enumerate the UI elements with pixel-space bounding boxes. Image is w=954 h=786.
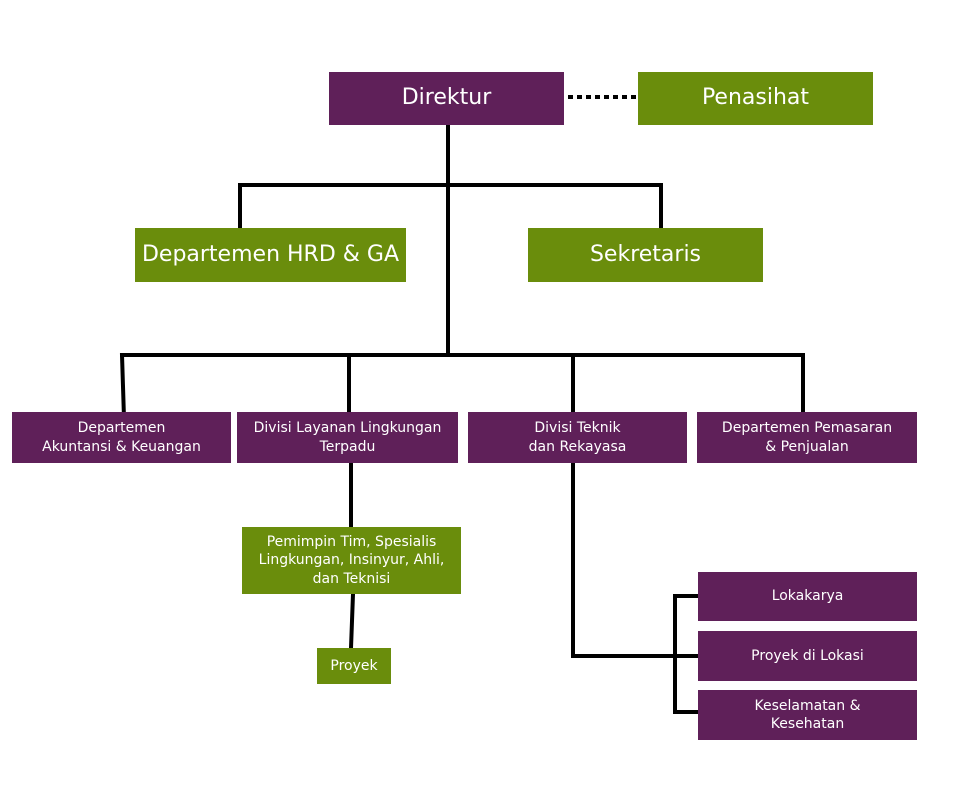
- node-pemimpin-tim-spesialis: Pemimpin Tim, Spesialis Lingkungan, Insi…: [242, 527, 461, 594]
- node-penasihat: Penasihat: [638, 72, 873, 125]
- node-divisi-layanan-lingkungan: Divisi Layanan Lingkungan Terpadu: [237, 412, 458, 463]
- node-proyek-di-lokasi: Proyek di Lokasi: [698, 631, 917, 681]
- node-departemen-pemasaran-penjualan: Departemen Pemasaran & Penjualan: [697, 412, 917, 463]
- connector-tim-proyek: [348, 591, 356, 651]
- node-divisi-teknik-rekayasa: Divisi Teknik dan Rekayasa: [468, 412, 687, 463]
- node-sekretaris: Sekretaris: [528, 228, 763, 282]
- node-direktur: Direktur: [329, 72, 564, 125]
- node-departemen-akuntansi-keuangan: Departemen Akuntansi & Keuangan: [12, 412, 231, 463]
- connector-akuntansi-drop: [119, 352, 127, 421]
- node-lokakarya: Lokakarya: [698, 572, 917, 621]
- node-departemen-hrd-ga: Departemen HRD & GA: [135, 228, 406, 282]
- node-proyek: Proyek: [317, 648, 391, 684]
- node-keselamatan-kesehatan: Keselamatan & Kesehatan: [698, 690, 917, 740]
